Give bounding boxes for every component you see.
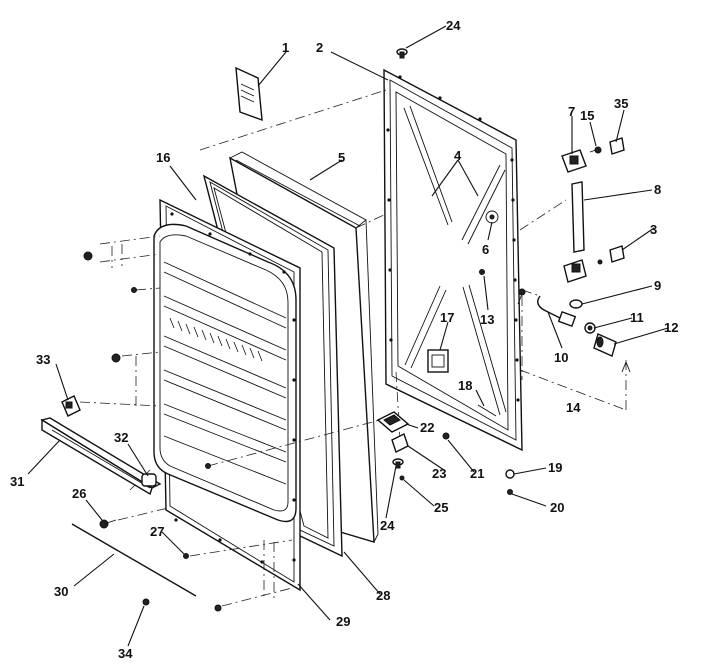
callout-2: 2 xyxy=(316,40,323,55)
part-2-outer-door-panel xyxy=(383,68,523,452)
part-34-screw xyxy=(142,598,150,606)
callout-29: 29 xyxy=(336,614,350,629)
callout-13: 13 xyxy=(480,312,494,327)
part-9-washer xyxy=(569,299,583,309)
part-13-screw xyxy=(479,269,485,275)
part-20-screw xyxy=(507,489,513,495)
callout-35: 35 xyxy=(614,96,628,111)
part-8-hinge-bar xyxy=(571,181,585,253)
callout-18: 18 xyxy=(458,378,472,393)
part-3-plate xyxy=(597,245,625,265)
callout-31: 31 xyxy=(10,474,24,489)
liner-screw-d xyxy=(205,463,211,469)
part-22-bracket xyxy=(376,411,410,433)
callout-28: 28 xyxy=(376,588,390,603)
callout-19: 19 xyxy=(548,460,562,475)
part-32-clip xyxy=(141,473,157,487)
lower-hinge xyxy=(563,259,587,283)
callout-8: 8 xyxy=(654,182,661,197)
callout-30: 30 xyxy=(54,584,68,599)
callout-10: 10 xyxy=(554,350,568,365)
part-24-screw-bottom xyxy=(392,458,404,469)
callout-24-top: 24 xyxy=(446,18,461,33)
part-24-screw-top xyxy=(396,48,408,59)
callout-9: 9 xyxy=(654,278,661,293)
callout-11: 11 xyxy=(630,310,644,325)
assembly-lines xyxy=(79,89,627,607)
callout-labels: 1 2 3 4 5 6 7 8 9 10 11 12 13 14 15 16 1… xyxy=(10,18,678,661)
callout-32: 32 xyxy=(114,430,128,445)
callout-24-bottom: 24 xyxy=(380,518,395,533)
leader-lines xyxy=(27,25,669,647)
part-23-clip xyxy=(391,433,409,453)
callout-26: 26 xyxy=(72,486,86,501)
part-35-plate xyxy=(609,137,625,155)
callout-22: 22 xyxy=(420,420,434,435)
callout-4: 4 xyxy=(454,148,462,163)
left-screw-a xyxy=(83,251,93,261)
callout-21: 21 xyxy=(470,466,484,481)
part-16-inner-door xyxy=(153,198,301,592)
callout-33: 33 xyxy=(36,352,50,367)
part-11-nut xyxy=(557,311,596,334)
callout-15: 15 xyxy=(580,108,594,123)
callout-34: 34 xyxy=(118,646,133,661)
part-1-card xyxy=(235,66,263,122)
panel-holes xyxy=(386,75,520,402)
part-7-hinge xyxy=(561,149,587,173)
callout-6: 6 xyxy=(482,242,489,257)
part-12-knob xyxy=(593,333,617,357)
part-33-clip xyxy=(61,395,81,417)
part-30-rod xyxy=(71,523,197,597)
callout-3: 3 xyxy=(650,222,657,237)
door-shelves xyxy=(163,261,287,485)
left-screw-b xyxy=(131,287,137,293)
callout-5: 5 xyxy=(338,150,345,165)
part-21-screw xyxy=(442,432,450,440)
callout-17: 17 xyxy=(440,310,454,325)
callout-20: 20 xyxy=(550,500,564,515)
callout-14: 14 xyxy=(566,400,581,415)
left-screw-c xyxy=(111,353,121,363)
callout-16: 16 xyxy=(156,150,170,165)
callout-12: 12 xyxy=(664,320,678,335)
callout-23: 23 xyxy=(432,466,446,481)
part-27-screw xyxy=(183,553,189,559)
part-15-screw xyxy=(589,146,602,154)
callout-7: 7 xyxy=(568,104,575,119)
grille xyxy=(169,317,263,362)
part-10-hook xyxy=(537,295,561,319)
part-31-trim xyxy=(40,417,162,496)
callout-25: 25 xyxy=(434,500,448,515)
liner-screw-e xyxy=(214,604,222,612)
callout-27: 27 xyxy=(150,524,164,539)
part-26-screw xyxy=(99,519,117,529)
callout-1: 1 xyxy=(282,40,289,55)
part-19-washer xyxy=(505,469,515,479)
part-25-screw xyxy=(399,475,405,481)
